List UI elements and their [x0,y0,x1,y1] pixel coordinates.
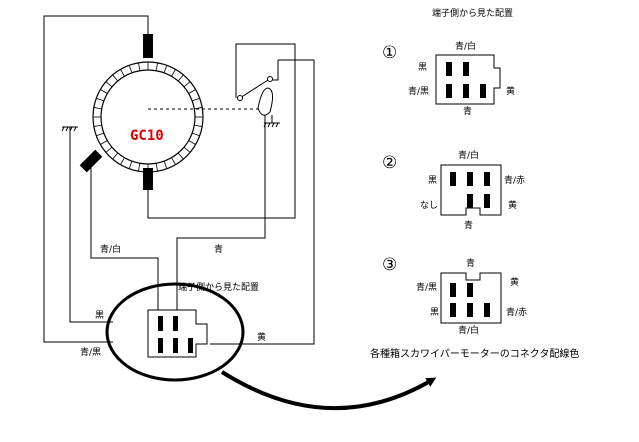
commutator-tick [183,81,191,88]
connector-3-left-lower: 黒 [430,307,439,318]
commutator-tick [120,69,125,77]
commutator-tick [128,65,133,73]
connector-3-left-upper: 青/黒 [416,281,437,293]
ground-icon [263,122,280,128]
label-terminal-view: 端子側から見た配置 [178,281,259,293]
wire-black [69,127,113,323]
label-blue-white: 青/白 [100,243,121,255]
label-yellow: 黄 [257,331,266,343]
connector-3-bottom: 青/白 [458,324,479,336]
commutator-tick [155,163,158,172]
commutator-tick [93,107,102,110]
commutator-tick [183,146,191,153]
connector-1-left-upper: 黒 [418,62,427,73]
commutator-tick [128,161,133,169]
motor-commutator-ticks [93,62,203,172]
motor-inner-ring [100,69,196,165]
connector-3-top: 青 [466,257,475,269]
commutator-tick [194,124,203,127]
commutator-tick [194,107,203,110]
connector-1-bottom: 青 [463,105,472,117]
connector-3-right-upper: 黄 [510,276,519,288]
commutator-tick [105,81,113,88]
commutator-tick [155,62,158,71]
commutator-tick [138,163,141,172]
switch-node-left [237,95,243,101]
commutator-tick [171,157,176,165]
connector-2-left-upper: 黒 [428,175,437,186]
connector-1-left-lower: 青/黒 [408,85,429,97]
connector-2-top: 青/白 [458,149,479,161]
wire-blue [176,115,266,310]
motor-connector [147,309,208,358]
switch-node-right [267,76,273,82]
motor-outer-ring [92,61,204,173]
commutator-tick [93,124,102,127]
connector-3-right-lower: 青/赤 [506,306,527,318]
connector-2-right-lower: 黄 [508,199,517,211]
commutator-tick [188,140,196,145]
wire-blue-black [43,15,149,343]
commutator-tick [112,74,119,82]
commutator-tick [177,74,184,82]
connector-1-top: 青/白 [455,40,476,52]
bottom-brush [143,168,153,190]
wire-blue-loop [147,43,296,219]
commutator-tick [138,62,141,71]
wire-yellow [210,59,315,345]
ground-icon [61,126,78,132]
connector-1: ① 青/白 黒 青/黒 黄 青 [382,40,515,117]
commutator-tick [192,132,200,137]
cam [257,87,274,116]
top-brush [143,34,153,58]
connector-2: ② 青/白 黒 なし 青/赤 黄 青 [382,149,525,231]
switch-lever [239,79,269,99]
commutator-tick [188,89,196,94]
connector-1-number: ① [382,43,397,63]
commutator-tick [163,161,168,169]
commutator-tick [100,140,108,145]
commutator-tick [171,69,176,77]
connector-3: ③ 青 青/黒 黒 黄 青/赤 青/白 [382,255,527,336]
connectors-caption: 各種箱スカワイパーモーターのコネクタ配線色 [370,347,579,360]
connector-highlight-ellipse [105,282,245,382]
commutator-tick [163,65,168,73]
commutator-tick [96,97,104,102]
switch-contact [272,60,279,81]
connectors-header: 端子側から見た配置 [432,7,513,19]
wires [43,15,315,345]
label-blue-black: 青/黒 [80,346,101,358]
commutator-tick [105,146,113,153]
connector-2-number: ② [382,153,397,173]
motor [92,61,204,173]
connector-2-right-upper: 青/赤 [504,174,525,186]
connector-2-left-lower: なし [420,200,438,211]
commutator-tick [112,152,119,160]
connector-3-number: ③ [382,255,397,275]
label-blue: 青 [214,243,223,255]
connector-1-right: 黄 [506,85,515,97]
commutator-tick [120,157,125,165]
commutator-tick [192,97,200,102]
side-brush [79,149,103,173]
commutator-tick [100,89,108,94]
label-black: 黒 [95,310,104,321]
pointer-arrow [220,370,437,410]
commutator-tick [177,152,184,160]
connector-2-bottom: 青 [464,219,473,231]
motor-label: GC10 [130,128,164,144]
commutator-tick [96,132,104,137]
